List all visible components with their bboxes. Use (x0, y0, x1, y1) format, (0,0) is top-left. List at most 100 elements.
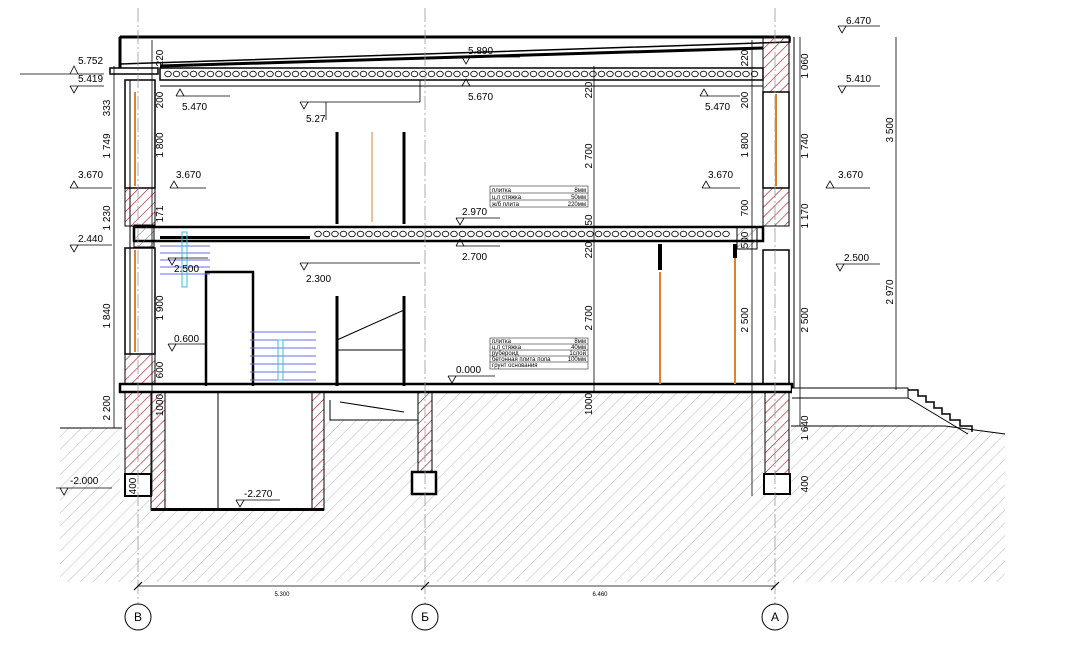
slab-core (555, 70, 563, 78)
dim-3500: 3 500 (885, 117, 896, 142)
slab-core (504, 70, 512, 78)
ground-line-right (791, 425, 1006, 435)
svg-text:2.970: 2.970 (462, 207, 487, 218)
slab-core (589, 70, 597, 78)
slab-core (461, 70, 470, 78)
footing-mid (410, 470, 438, 496)
slab-core (266, 70, 274, 78)
slab-core (603, 230, 611, 238)
slab-core (407, 230, 416, 238)
slab-core (611, 230, 620, 238)
svg-text:-2.270: -2.270 (244, 489, 273, 500)
layer1-val-2: 1слой (569, 350, 586, 357)
wall-right-lower (762, 249, 790, 387)
dimension-chains (113, 37, 897, 496)
level-ground-left: -2.000 (56, 476, 112, 496)
slab-core (569, 230, 577, 238)
level-2500-right: 2.500 (835, 253, 880, 272)
slab-core (356, 230, 365, 238)
slab-core (606, 70, 614, 78)
floor2-screed (160, 236, 310, 239)
layer2-name-2: ж/б плита (492, 202, 520, 208)
slab-core (518, 230, 526, 238)
dim-333: 333 (102, 99, 113, 116)
slab-core (509, 230, 518, 238)
layer1-name-1: ц.п стяжка (492, 345, 522, 351)
level-floor-2: 2.970 (455, 207, 500, 226)
layer1-name-2: рубероид (492, 351, 519, 357)
dim-600: 600 (155, 361, 166, 378)
slab-core (657, 70, 665, 78)
slab-core (390, 230, 399, 238)
slab-core (478, 70, 487, 78)
dim-200: 200 (155, 91, 166, 108)
dim-2200: 2 200 (102, 395, 113, 420)
slab-core (628, 230, 637, 238)
slab-core (560, 230, 569, 238)
slab-core (708, 70, 716, 78)
slab-core (223, 70, 232, 78)
slab-core (419, 70, 427, 78)
dim-text-left-outer: 333 1 749 1 230 1 840 2 200 (102, 99, 113, 420)
slab-core (274, 70, 283, 78)
dim-text-left-inner: 220 200 1 800 171 1 900 600 1000 400 (128, 49, 166, 494)
axis-marker-v (124, 603, 152, 631)
slab-core (538, 70, 546, 78)
foundations (124, 387, 791, 511)
slab-core (382, 230, 390, 238)
steps-slope (907, 397, 969, 435)
floor1-layers-note: плитка 8мм ц.п стяжка 40мм рубероид 1сло… (489, 337, 589, 370)
slab-core (189, 70, 198, 78)
slab-core (450, 230, 458, 238)
slab-core (623, 70, 631, 78)
slab-core (671, 230, 679, 238)
svg-text:5.410: 5.410 (846, 74, 871, 85)
layer2-val-0: 8мм (574, 188, 586, 194)
slab-core (648, 70, 657, 78)
slab-core (399, 230, 407, 238)
level-roof-top: 6.470 (837, 16, 880, 34)
layer1-name-4: грунт основания (492, 363, 538, 369)
layer1-name-0: плитка (492, 339, 512, 345)
dim-1000: 1000 (155, 393, 166, 416)
slab-core (444, 70, 453, 78)
interior-door-frame (204, 270, 255, 386)
dim-text-right-inner: 220 200 1 800 700 500 2 500 400 (740, 49, 811, 492)
slab-core (283, 70, 291, 78)
slab-core (232, 70, 240, 78)
layer1-val-1: 40мм (571, 345, 586, 351)
dim-1230: 1 230 (102, 205, 113, 230)
level-3670-left-outer: 3.670 (69, 170, 112, 189)
slab-core (164, 70, 172, 78)
slab-core (705, 230, 713, 238)
dim-220: 220 (155, 49, 166, 66)
span-left-label: 5.300 (274, 592, 290, 598)
stair-diag (339, 401, 405, 413)
slab-core (696, 230, 705, 238)
slab-core (713, 230, 722, 238)
level-parapet-left: 5.752 (20, 56, 104, 75)
slab-core (543, 230, 552, 238)
stair-down (329, 396, 419, 421)
layer2-val-2: 220мм (568, 202, 586, 208)
svg-text:5.27: 5.27 (306, 114, 326, 125)
svg-text:2.500: 2.500 (844, 253, 869, 264)
slab-core (291, 70, 300, 78)
slab-core (410, 70, 419, 78)
slab-core (487, 70, 495, 78)
slab-core (436, 70, 444, 78)
level-3670-right-inner: 3.670 (701, 170, 740, 189)
dim-r-500: 500 (740, 231, 751, 248)
ground (60, 390, 1006, 582)
level-basement: -2.270 (235, 489, 280, 508)
structure (109, 35, 973, 435)
slab-core (376, 70, 385, 78)
slab-core (526, 230, 535, 238)
slab-core (317, 70, 325, 78)
dim-mid-2700: 2 700 (584, 143, 595, 168)
slab-core (458, 230, 467, 238)
dim-text-mid: 220 2 700 50 220 2 700 1000 (584, 81, 595, 415)
layer2-name-1: ц.п стяжка (492, 195, 522, 201)
slab-core (620, 230, 628, 238)
